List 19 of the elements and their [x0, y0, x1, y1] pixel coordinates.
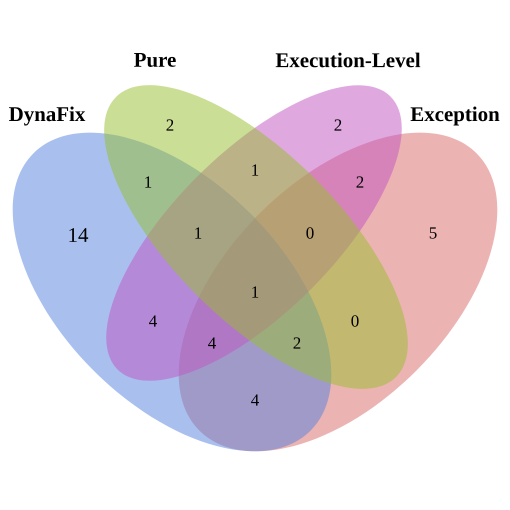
region-count: 1 [145, 176, 152, 188]
region-count: 14 [69, 228, 88, 242]
region-count: 2 [334, 119, 342, 131]
region-count: 5 [430, 227, 437, 239]
region-count: 4 [251, 394, 259, 406]
region-count: 1 [252, 164, 258, 176]
region-count: 1 [195, 227, 202, 239]
set-label: Exception [410, 106, 500, 126]
region-count: 0 [306, 227, 314, 239]
set-label: Execution-Level [276, 52, 420, 68]
region-count: 0 [351, 315, 359, 327]
set-label: Pure [134, 53, 176, 67]
region-count: 2 [294, 337, 300, 349]
region-count: 4 [149, 315, 157, 327]
region-count: 1 [252, 286, 258, 298]
region-count: 4 [208, 337, 216, 349]
set-label: DynaFix [9, 106, 86, 126]
region-count: 2 [166, 119, 174, 131]
region-count: 2 [356, 176, 364, 188]
